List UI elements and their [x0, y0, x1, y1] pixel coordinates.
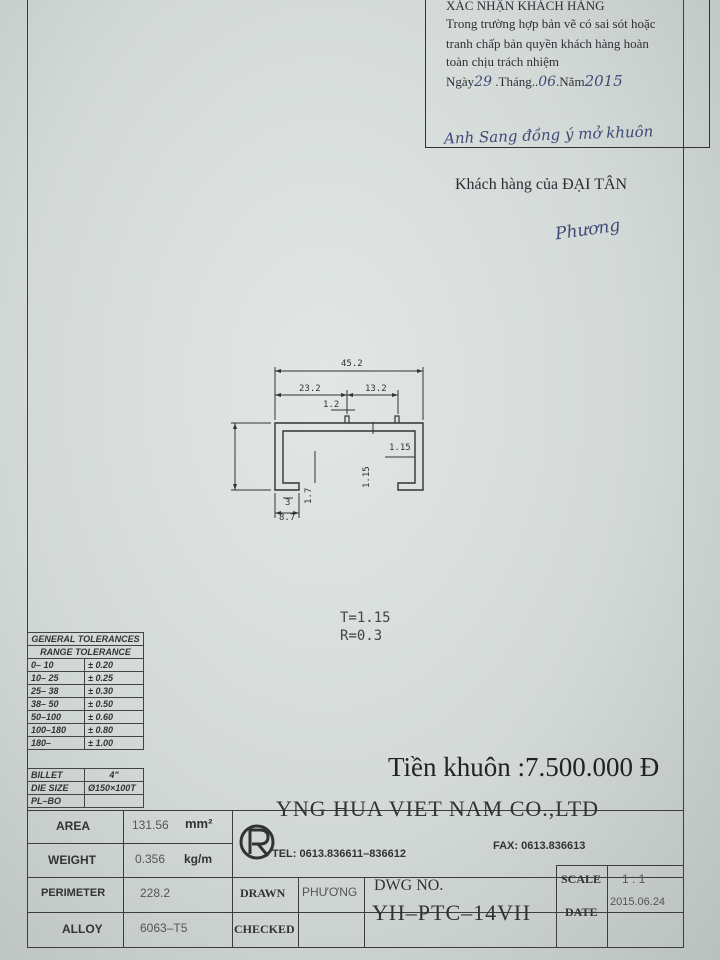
customer-confirmation-box: XÁC NHẬN KHÁCH HÀNG Trong trường hợp bản…	[425, 0, 710, 148]
dim-lip-left: 1.7	[304, 488, 314, 504]
drawn-value: PHƯƠNG	[302, 885, 358, 899]
table-row: 10– 25± 0.25	[27, 671, 144, 685]
dwg-value: YH–PTC–14VH	[372, 900, 531, 925]
confirm-heading: XÁC NHẬN KHÁCH HÀNG	[446, 0, 605, 13]
weight-value: 0.356	[135, 852, 166, 866]
weight-label: WEIGHT	[48, 853, 96, 867]
dim-foot-width: 8.7	[279, 513, 295, 523]
scale-value: 1 : 1	[622, 872, 646, 886]
date-nam-label: Năm	[559, 74, 585, 89]
perimeter-label: PERIMETER	[41, 887, 106, 899]
profile-rib-right	[394, 415, 400, 423]
dwg-label: DWG NO.	[374, 877, 444, 894]
radius-note: R=0.3	[340, 628, 383, 644]
drawn-label: DRAWN	[240, 886, 286, 900]
dim-gap: 1.2	[323, 400, 339, 410]
profile-drawing: 45.2 23.2 13.2 1.2 1.15 20 1.7 1.15 3 8.…	[231, 359, 424, 523]
customer-label: Khách hàng của ĐẠI TÂN	[455, 176, 628, 193]
border-right	[683, 0, 684, 948]
confirm-line-1: Trong trường hợp bản vẽ có sai sót hoặc	[446, 16, 656, 31]
alloy-label: ALLOY	[62, 922, 103, 936]
tb-top	[27, 810, 684, 811]
dim-lip-mid: 1.15	[362, 466, 372, 488]
table-row: 38– 50± 0.50	[27, 697, 144, 711]
date-day: 29	[474, 74, 492, 90]
general-tolerances-table: GENERAL TOLERANCES RANGE TOLERANCE 0– 10…	[27, 632, 144, 750]
table-row: 100–180± 0.80	[27, 723, 144, 737]
company-logo-icon	[239, 824, 275, 860]
area-value: 131.56	[132, 818, 169, 832]
date-label: DATE	[565, 905, 598, 919]
mold-price: Tiền khuôn :7.500.000 Đ	[388, 752, 660, 782]
weight-unit: kg/m	[184, 852, 213, 866]
customer-signature: Phương	[553, 215, 622, 245]
table-row: 50–100± 0.60	[27, 710, 144, 724]
dim-left: 23.2	[299, 384, 321, 394]
dim-right: 13.2	[365, 384, 387, 394]
profile-outline	[274, 422, 424, 491]
date-year: 2015	[584, 72, 623, 90]
dim-overall-width: 45.2	[341, 359, 363, 369]
border-bottom	[27, 947, 684, 948]
date-month: 06	[538, 74, 557, 90]
table-row: PL–BO	[27, 794, 144, 808]
area-unit: mm²	[185, 816, 213, 831]
table-row: 25– 38± 0.30	[27, 684, 144, 698]
company-tel: TEL: 0613.836611–836612	[272, 848, 406, 860]
tolerances-header: RANGE TOLERANCE	[27, 645, 144, 659]
company-name: YNG HUA VIET NAM CO.,LTD	[276, 796, 600, 821]
dim-foot: 3	[285, 498, 290, 508]
approval-handwriting: Anh Sang đồng ý mở khuôn	[443, 122, 654, 148]
area-label: AREA	[56, 819, 91, 833]
scale-label: SCALE	[561, 872, 602, 886]
profile-rib-left	[344, 415, 350, 423]
checked-label: CHECKED	[234, 922, 295, 936]
confirm-line-2: tranh chấp bản quyền khách hàng hoàn	[446, 36, 649, 51]
date-value: 2015.06.24	[610, 896, 666, 908]
thickness-note: T=1.15	[340, 610, 391, 626]
table-row: 180–± 1.00	[27, 736, 144, 750]
table-row: 0– 10± 0.20	[27, 658, 144, 672]
date-ngay-label: Ngày	[446, 74, 475, 89]
confirm-date: Ngày29 .Tháng..06.Năm2015	[446, 72, 623, 90]
company-fax: FAX: 0613.836613	[493, 840, 586, 852]
confirm-line-3: toàn chịu trách nhiệm	[446, 54, 559, 69]
border-left	[27, 0, 28, 948]
alloy-value: 6063–T5	[140, 921, 188, 935]
tolerances-title: GENERAL TOLERANCES	[27, 632, 144, 646]
perimeter-value: 228.2	[140, 886, 171, 900]
dim-lip-right: 1.15	[389, 443, 411, 453]
date-thang-label: Tháng	[498, 74, 532, 89]
